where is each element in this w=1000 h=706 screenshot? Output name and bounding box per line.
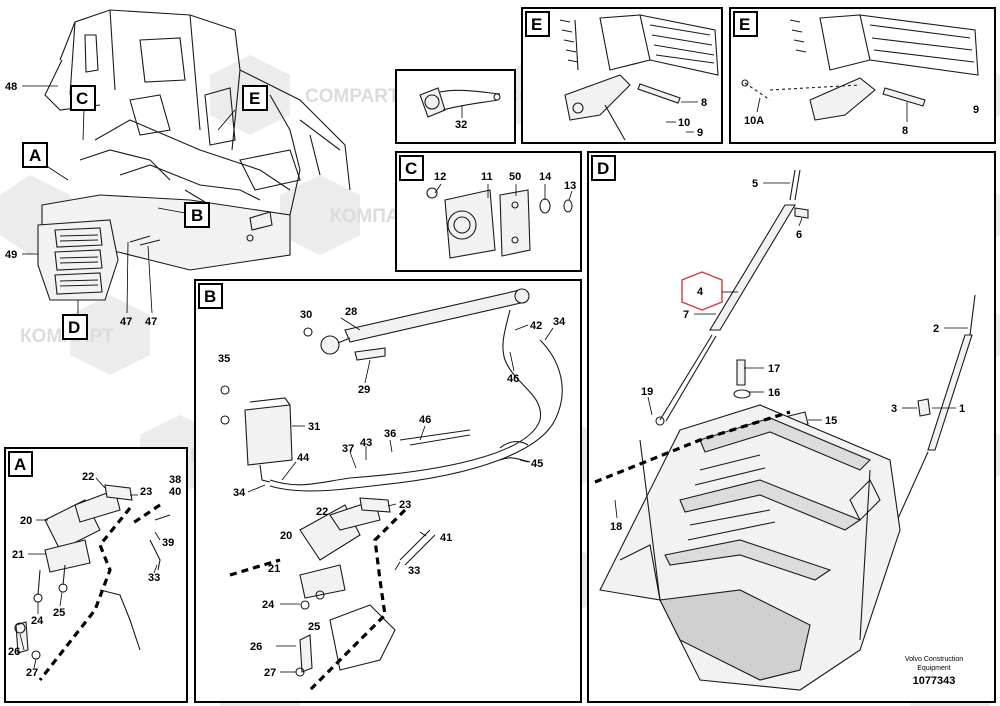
panel-detail-32: 32	[395, 69, 516, 144]
callout-6: 6	[796, 229, 802, 241]
callout-22: 22	[316, 506, 328, 518]
callout-16: 16	[768, 387, 780, 399]
callout-48: 48	[5, 81, 17, 93]
callout-17: 17	[768, 363, 780, 375]
panel-letter-b: B	[204, 287, 216, 306]
callout-50: 50	[509, 171, 521, 183]
callout-9: 9	[973, 104, 979, 116]
hex-callout-4[interactable]	[681, 271, 723, 311]
callout-34: 34	[233, 487, 246, 499]
callout-9: 9	[697, 127, 703, 139]
panel-letter-c: C	[405, 159, 417, 178]
callout-21: 21	[12, 549, 24, 561]
callout-49: 49	[5, 249, 17, 261]
callout-35: 35	[218, 353, 230, 365]
callout-23: 23	[140, 486, 152, 498]
panel-b: B	[194, 279, 582, 703]
panel-letter-a: A	[14, 455, 26, 474]
callout-1: 1	[959, 403, 965, 415]
callout-21: 21	[268, 563, 280, 575]
callout-8: 8	[902, 125, 908, 137]
callout-8: 8	[701, 97, 707, 109]
watermark-text: COMPART	[305, 86, 400, 107]
callout-3: 3	[891, 403, 897, 415]
callout-15: 15	[825, 415, 837, 427]
callout-4: 4	[697, 286, 704, 298]
callout-40: 40	[169, 486, 181, 498]
callout-20: 20	[280, 530, 292, 542]
svg-text:D: D	[68, 318, 80, 337]
watermark-tile: COMPART	[210, 55, 400, 135]
callout-12: 12	[434, 171, 446, 183]
overview-callouts: 48 49 47 47	[5, 81, 157, 328]
callout-44: 44	[297, 452, 310, 464]
overview-leaders	[22, 85, 236, 315]
footer-line-1: Volvo Construction	[905, 656, 963, 663]
callout-14: 14	[539, 171, 552, 183]
callout-25: 25	[308, 621, 320, 633]
view-letter-b[interactable]: B	[184, 202, 210, 228]
callout-23: 23	[399, 499, 411, 511]
callout-42: 42	[530, 320, 542, 332]
view-letter-c[interactable]: C	[70, 85, 96, 111]
callout-30: 30	[300, 309, 312, 321]
panel-letter-e: E	[531, 15, 542, 34]
callout-26: 26	[8, 646, 20, 658]
panel-e-right: E 10A 8 9	[729, 7, 996, 144]
callout-19: 19	[641, 386, 653, 398]
callout-22: 22	[82, 471, 94, 483]
callout-46: 46	[419, 414, 431, 426]
callout-2: 2	[933, 323, 939, 335]
callout-45: 45	[531, 458, 543, 470]
callout-13: 13	[564, 180, 576, 192]
panel-e-left: E 8 10 9	[521, 7, 723, 144]
callout-24: 24	[31, 615, 44, 627]
view-letter-d[interactable]: D	[62, 314, 88, 340]
footer-line-2: Equipment	[917, 665, 951, 672]
callout-29: 29	[358, 384, 370, 396]
overview-machine	[37, 9, 351, 301]
callout-33: 33	[148, 572, 160, 584]
callout-27: 27	[264, 667, 276, 679]
panel-letter-d: D	[597, 159, 609, 178]
callout-24: 24	[262, 599, 275, 611]
callout-47: 47	[145, 316, 157, 328]
callout-31: 31	[308, 421, 320, 433]
callout-38: 38	[169, 474, 181, 486]
callout-18: 18	[610, 521, 622, 533]
svg-text:B: B	[191, 206, 203, 225]
callout-32: 32	[455, 119, 467, 131]
panel-letter-e: E	[739, 15, 750, 34]
callout-26: 26	[250, 641, 262, 653]
callout-47: 47	[120, 316, 132, 328]
callout-36: 36	[384, 428, 396, 440]
callout-20: 20	[20, 515, 32, 527]
svg-text:E: E	[249, 89, 260, 108]
callout-39: 39	[162, 537, 174, 549]
callout-10: 10	[678, 117, 690, 129]
callout-10a: 10A	[744, 115, 764, 127]
view-letter-a[interactable]: A	[22, 142, 48, 168]
svg-text:A: A	[29, 146, 41, 165]
callout-33: 33	[408, 565, 420, 577]
callout-46: 46	[507, 373, 519, 385]
callout-37: 37	[342, 443, 354, 455]
callout-41: 41	[440, 532, 452, 544]
svg-text:C: C	[76, 89, 88, 108]
panel-d: D 4	[587, 151, 996, 703]
callout-7: 7	[683, 309, 689, 321]
callout-34: 34	[553, 316, 566, 328]
panel-a: A 22 38 40 23 20 39 21 33 24 2	[4, 447, 188, 703]
callout-28: 28	[345, 306, 357, 318]
overview-view-letters: A B C D E	[22, 85, 268, 340]
callout-5: 5	[752, 178, 758, 190]
callout-43: 43	[360, 437, 372, 449]
callout-11: 11	[481, 171, 493, 183]
document-number: 1077343	[913, 675, 956, 687]
callout-25: 25	[53, 607, 65, 619]
panel-c: C 12 11 50 14 13	[395, 151, 582, 272]
callout-27: 27	[26, 667, 38, 679]
view-letter-e[interactable]: E	[242, 85, 268, 111]
